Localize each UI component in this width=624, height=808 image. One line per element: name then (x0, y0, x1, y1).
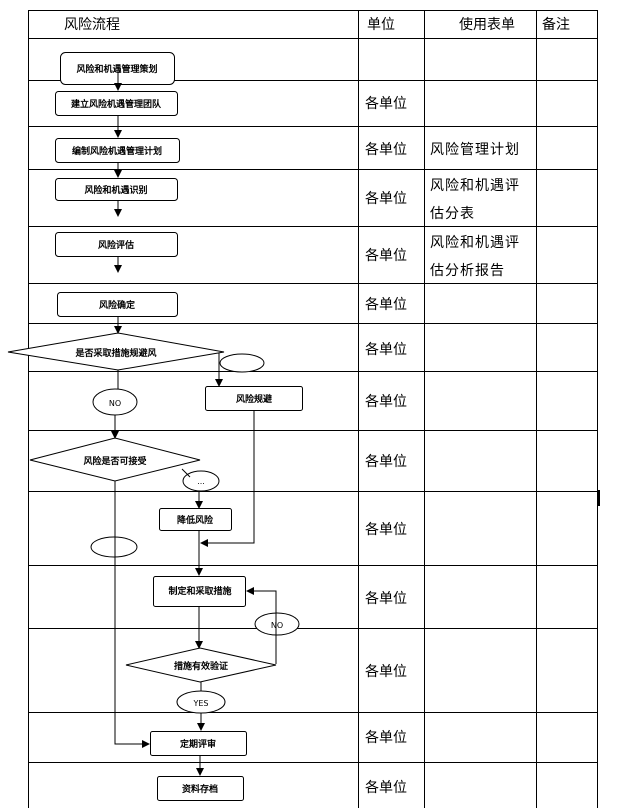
flow-determine-label: 风险确定 (99, 299, 136, 311)
flow-no1-label: NO (109, 399, 121, 408)
flow-no2-label: NO (271, 621, 283, 630)
form-cell-row3: 风险管理计划 (430, 142, 520, 158)
flow-review-box (150, 731, 247, 756)
flow-yes-label: YES (192, 699, 208, 708)
flow-decision2-diamond (29, 437, 201, 482)
unit-cell-row2: 各单位 (365, 96, 407, 112)
unit-cell-row9: 各单位 (365, 454, 407, 470)
flow-avoid-box (205, 386, 303, 411)
flow-assess-label: 风险评估 (98, 239, 134, 251)
flow-yes-dots-ellipse (182, 470, 220, 492)
flow-verify-label: 措施有效验证 (174, 660, 228, 672)
flow-connector-ellipse-2 (90, 536, 138, 558)
unit-cell-row7: 各单位 (365, 342, 407, 358)
unit-cell-row6: 各单位 (365, 297, 407, 313)
unit-cell-row14: 各单位 (365, 780, 407, 796)
flow-decision1-label: 是否采取措施规避风 (74, 347, 156, 359)
unit-cell-row5: 各单位 (365, 248, 407, 264)
flow-team-box (55, 91, 178, 116)
unit-cell-row4: 各单位 (365, 191, 407, 207)
flow-verify-diamond (125, 647, 277, 683)
flow-no2-ellipse (254, 612, 300, 636)
header-process: 风险流程 (64, 17, 120, 33)
flow-determine-box (57, 292, 178, 317)
flow-avoid-label: 风险规避 (236, 393, 273, 405)
flow-team-label: 建立风险机遇管理团队 (71, 98, 162, 110)
flow-start-label: 风险和机遇管理策划 (76, 63, 157, 75)
flow-connector-ellipse-1 (219, 353, 265, 373)
unit-cell-row11: 各单位 (365, 591, 407, 607)
unit-cell-row8: 各单位 (365, 394, 407, 410)
flow-identify-box (55, 178, 178, 201)
flow-measures-box (153, 576, 246, 607)
header-forms: 使用表单 (459, 17, 515, 33)
unit-cell-row3: 各单位 (365, 142, 407, 158)
flow-archive-box (157, 776, 244, 801)
unit-cell-row13: 各单位 (365, 730, 407, 746)
flow-decision2-label: 风险是否可接受 (83, 455, 146, 467)
flow-archive-label: 资料存档 (182, 783, 218, 795)
flow-assess-box (55, 232, 178, 257)
flow-plan-box (55, 138, 180, 163)
form-cell-row4: 风险和机遇评估分表 (430, 178, 520, 222)
form-cell-row5: 风险和机遇评估分析报告 (430, 235, 520, 279)
unit-cell-row10: 各单位 (365, 522, 407, 538)
header-unit: 单位 (367, 17, 395, 33)
flow-yes-dots-label: ... (197, 477, 205, 486)
flow-measures-label: 制定和采取措施 (168, 585, 231, 597)
flow-review-label: 定期评审 (179, 738, 216, 750)
flow-plan-label: 编制风险机遇管理计划 (72, 145, 162, 157)
header-notes: 备注 (542, 17, 570, 33)
flow-decision1-diamond (7, 332, 225, 371)
flow-identify-label: 风险和机遇识别 (84, 184, 147, 196)
unit-cell-row12: 各单位 (365, 664, 407, 680)
flow-analyze-label: 降低风险 (177, 514, 214, 526)
